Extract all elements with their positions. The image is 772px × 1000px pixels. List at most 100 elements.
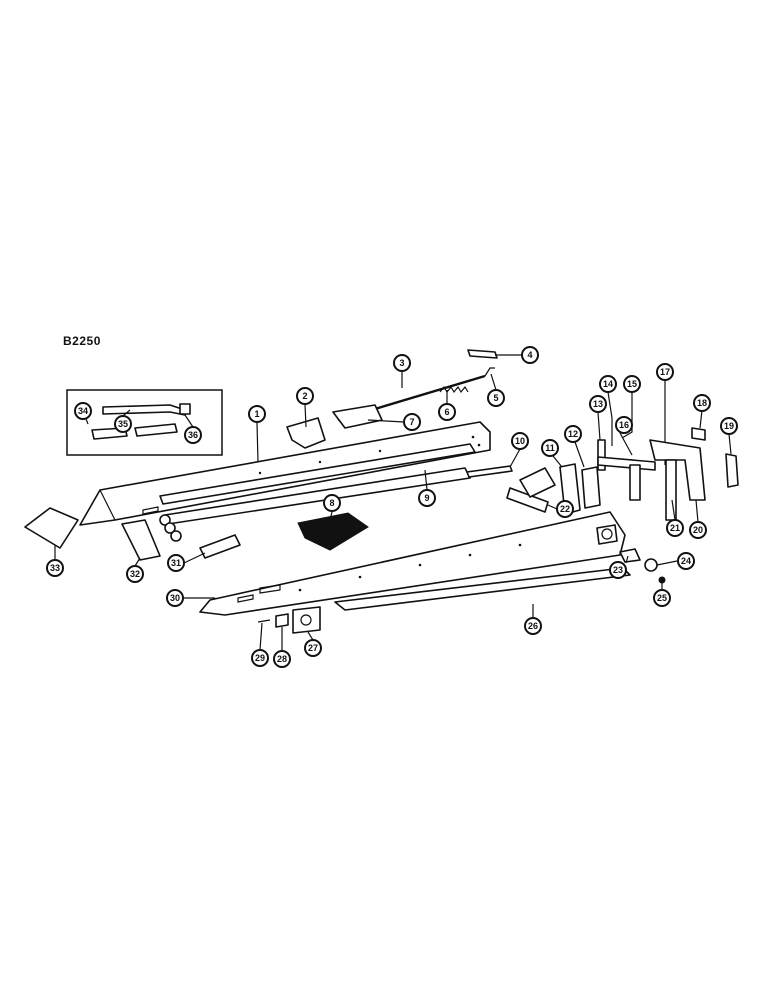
part-23-bearing	[619, 548, 641, 563]
callout-circle	[521, 346, 539, 364]
callout-label: 23	[613, 565, 623, 575]
callout-18: 18	[693, 394, 711, 412]
callout-circle	[720, 417, 738, 435]
part-12-bracket	[581, 466, 601, 509]
callout-circle	[167, 554, 185, 572]
callout-33: 33	[46, 559, 64, 577]
callout-6: 6	[438, 403, 456, 421]
callout-7: 7	[403, 413, 421, 431]
part-28-clip	[275, 613, 289, 628]
part-16-bar	[597, 456, 656, 471]
callout-32: 32	[126, 565, 144, 583]
washer	[159, 514, 171, 526]
callout-circle	[126, 565, 144, 583]
callout-12: 12	[564, 425, 582, 443]
callout-circle	[251, 649, 269, 667]
inset-clip	[179, 403, 191, 415]
callout-circle	[653, 589, 671, 607]
callout-circle	[403, 413, 421, 431]
callout-label: 31	[171, 558, 181, 568]
callout-4: 4	[521, 346, 539, 364]
callout-circle	[666, 519, 684, 537]
callout-5: 5	[487, 389, 505, 407]
callout-circle	[304, 639, 322, 657]
callout-label: 30	[170, 593, 180, 603]
part-31-roller	[199, 534, 241, 559]
callout-15: 15	[623, 375, 641, 393]
part-8-mesh	[297, 512, 369, 551]
callout-label: 6	[444, 407, 449, 417]
callout-label: 15	[627, 379, 637, 389]
callout-label: 32	[130, 569, 140, 579]
callout-25: 25	[653, 589, 671, 607]
part-6-spring	[439, 385, 469, 394]
callout-label: 11	[545, 443, 555, 453]
part-16-upright	[629, 464, 641, 501]
callout-circle	[693, 394, 711, 412]
callout-label: 25	[657, 593, 667, 603]
callout-label: 1	[254, 409, 259, 419]
callout-28: 28	[273, 650, 291, 668]
part-33-flap	[24, 507, 79, 549]
callout-circle	[418, 489, 436, 507]
callout-circle	[564, 425, 582, 443]
callout-circle	[46, 559, 64, 577]
callout-13: 13	[589, 395, 607, 413]
part-27-plate	[292, 606, 321, 634]
callout-36: 36	[184, 426, 202, 444]
callout-circle	[599, 375, 617, 393]
inset-box	[66, 389, 223, 456]
part-30-lower-side-sheet	[199, 511, 626, 616]
part-10-shaft	[466, 465, 513, 478]
callout-label: 7	[409, 417, 414, 427]
callout-circle	[524, 617, 542, 635]
callout-label: 19	[724, 421, 734, 431]
callout-17: 17	[656, 363, 674, 381]
slot	[142, 506, 159, 515]
part-2-bracket	[286, 417, 326, 449]
callout-2: 2	[296, 387, 314, 405]
callout-circle	[74, 402, 92, 420]
callout-label: 10	[515, 436, 525, 446]
callout-circle	[615, 416, 633, 434]
callout-circle	[556, 500, 574, 518]
part-7-plate	[332, 404, 383, 429]
callout-label: 20	[693, 525, 703, 535]
callout-14: 14	[599, 375, 617, 393]
part-5-hook	[484, 367, 495, 377]
callout-label: 9	[424, 493, 429, 503]
callout-circle	[393, 354, 411, 372]
callout-16: 16	[615, 416, 633, 434]
callout-22: 22	[556, 500, 574, 518]
slot	[259, 584, 281, 594]
callout-circle	[184, 426, 202, 444]
part-22-roller	[506, 487, 549, 513]
callout-label: 12	[568, 429, 578, 439]
slot	[237, 594, 254, 603]
callout-circle	[296, 387, 314, 405]
callout-label: 17	[660, 367, 670, 377]
part-24-bearing	[644, 558, 658, 572]
callout-27: 27	[304, 639, 322, 657]
callout-label: 8	[329, 498, 334, 508]
callout-circle	[438, 403, 456, 421]
callout-10: 10	[511, 432, 529, 450]
callout-circle	[677, 552, 695, 570]
inset-link-upper	[102, 404, 186, 416]
callout-label: 27	[308, 643, 318, 653]
callout-circle	[273, 650, 291, 668]
callout-label: 28	[277, 654, 287, 664]
callout-24: 24	[677, 552, 695, 570]
callout-label: 24	[681, 556, 691, 566]
callout-11: 11	[541, 439, 559, 457]
figure-reference: B2250	[63, 334, 101, 348]
part-19-clip	[725, 453, 739, 488]
part-25-nut	[658, 576, 666, 584]
callout-29: 29	[251, 649, 269, 667]
callout-label: 22	[560, 504, 570, 514]
callout-circle	[623, 375, 641, 393]
part-22-bracket	[519, 467, 556, 498]
callout-circle	[511, 432, 529, 450]
callout-3: 3	[393, 354, 411, 372]
